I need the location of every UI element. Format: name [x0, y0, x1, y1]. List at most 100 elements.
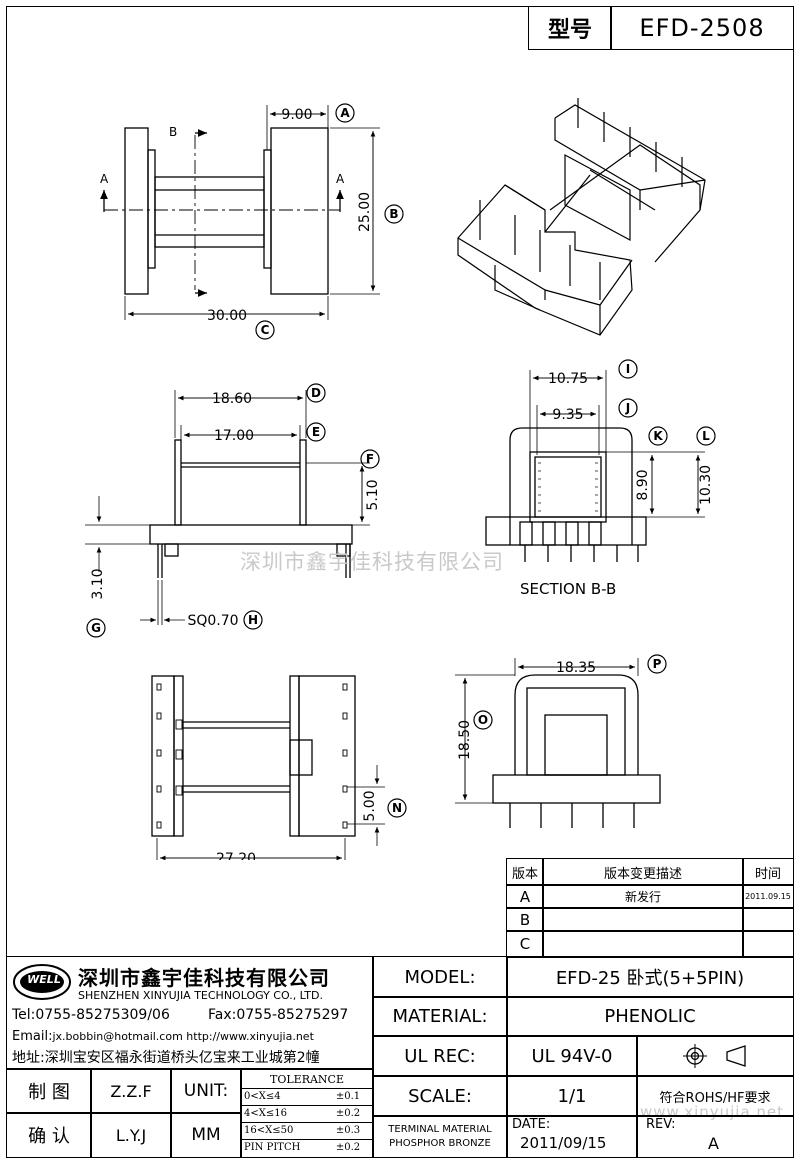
email-label: Email: [12, 1029, 53, 1044]
company-address: 地址:深圳宝安区福永街道桥头亿宝来工业城第2幢 [12, 1050, 320, 1066]
dim-a-value: 9.00 [281, 107, 312, 123]
rev-row-c-date [742, 930, 794, 958]
tol-value-1: ±0.1 [335, 1091, 361, 1102]
date-label: DATE: [512, 1117, 551, 1132]
rev-row-a-desc: 新发行 [542, 884, 744, 909]
balloon-p: P [653, 657, 662, 671]
date-cell [506, 1115, 638, 1158]
date-value: 2011/09/15 [520, 1134, 607, 1152]
tol-divider [240, 1122, 374, 1123]
balloon-d: D [311, 386, 321, 400]
terminal-material: TERMINAL MATERIAL PHOSPHOR BRONZE [372, 1115, 508, 1158]
dim-h-value: SQ0.70 [187, 613, 238, 629]
balloon-l: L [702, 429, 710, 443]
dim-j-value: 9.35 [552, 407, 583, 423]
terminal-line2: PHOSPHOR BRONZE [389, 1137, 491, 1149]
dim-b-value: 25.00 [357, 192, 373, 232]
dim-e-value: 17.00 [214, 428, 254, 444]
ulrec-value: UL 94V-0 [506, 1035, 638, 1077]
rev-row-b-rev: B [506, 907, 544, 932]
company-logo [13, 964, 71, 1000]
rev-row-b-date [742, 907, 794, 932]
balloon-o: O [478, 713, 488, 727]
rev-cell [636, 1115, 794, 1158]
dim-k-value: 8.90 [635, 469, 651, 500]
balloon-a: A [340, 106, 350, 120]
dim-n-value: 5.00 [362, 790, 378, 821]
company-name-en: SHENZHEN XINYUJIA TECHNOLOGY CO., LTD. [78, 989, 323, 1002]
tol-range-4: PIN PITCH [244, 1142, 301, 1153]
dim-g-value: 3.10 [90, 568, 106, 599]
projection-symbol-cell [636, 1035, 794, 1077]
side-view [85, 390, 370, 625]
balloon-f: F [366, 452, 374, 466]
material-value: PHENOLIC [506, 996, 794, 1037]
tol-divider [240, 1139, 374, 1140]
company-fax: Fax:0755-85275297 [208, 1007, 349, 1023]
front-view [455, 658, 661, 828]
tolerance-title: TOLERANCE [270, 1072, 344, 1086]
drawn-by: Z.Z.F [90, 1068, 172, 1114]
check-label: 确 认 [6, 1112, 92, 1158]
balloon-g: G [91, 621, 101, 635]
company-name-cn: 深圳市鑫宇佳科技有限公司 [78, 966, 330, 990]
dim-c-value: 30.00 [207, 308, 247, 324]
projection-symbol-icon [683, 1044, 746, 1068]
dim-o-value: 18.50 [457, 720, 473, 760]
tol-value-3: ±0.3 [335, 1125, 361, 1136]
dim-d-value: 18.60 [212, 391, 252, 407]
balloon-e: E [312, 425, 320, 439]
company-tel: Tel:0755-85275309/06 [12, 1007, 170, 1023]
scale-value: 1/1 [506, 1075, 638, 1117]
top-view [100, 105, 380, 320]
tol-range-3: 16<X≤50 [244, 1125, 294, 1136]
rev-header-version: 版本 [506, 858, 544, 886]
company-email-row: Email:jx.bobbin@hotmail.com http://www.x… [12, 1029, 314, 1044]
watermark-center: 深圳市鑫宇佳科技有限公司 [240, 550, 504, 574]
check-by: L.Y.J [90, 1112, 172, 1158]
rohs-note: 符合ROHS/HF要求 [636, 1075, 794, 1117]
scale-label: SCALE: [372, 1075, 508, 1117]
part-number-cell: EFD-2508 [610, 6, 794, 50]
tol-range-1: 0<X≤4 [244, 1091, 281, 1102]
header-label-cell: 型号 [528, 6, 612, 50]
section-mark-a-left: A [100, 172, 109, 186]
balloon-c: C [261, 323, 270, 337]
rev-label: REV: [646, 1117, 676, 1132]
tolerance-table [240, 1068, 374, 1158]
isometric-view [457, 98, 706, 336]
rev-header-date: 时间 [742, 858, 794, 886]
balloon-n: N [392, 801, 402, 815]
balloon-b: B [389, 207, 398, 221]
tol-divider [240, 1088, 374, 1089]
dim-i-value: 10.75 [548, 371, 588, 387]
section-b-b-label: SECTION B-B [520, 580, 616, 598]
bottom-view [151, 675, 385, 860]
rev-row-b-desc [542, 907, 744, 932]
tol-range-2: 4<X≤16 [244, 1108, 287, 1119]
balloon-i: I [626, 362, 630, 376]
material-label: MATERIAL: [372, 996, 508, 1037]
tol-divider [240, 1105, 374, 1106]
model-value: EFD-25 卧式(5+5PIN) [506, 956, 794, 998]
logo-text: WELL [27, 973, 61, 986]
rev-value: A [708, 1134, 719, 1153]
rev-row-c-desc [542, 930, 744, 958]
section-b-b-view [485, 370, 705, 562]
rev-row-c-rev: C [506, 930, 544, 958]
section-mark-b: B [169, 125, 177, 139]
unit-label: UNIT: [170, 1068, 242, 1114]
drawn-label: 制 图 [6, 1068, 92, 1114]
dim-p-value: 18.35 [556, 660, 596, 676]
tol-value-4: ±0.2 [335, 1142, 361, 1153]
dim-m-value: 27.20 [216, 851, 256, 860]
section-mark-a-right: A [336, 172, 345, 186]
model-label: MODEL: [372, 956, 508, 998]
company-block [6, 956, 374, 1070]
technical-drawing: A B C D E F G H I J K L M N O P 9.00 30.… [85, 98, 716, 860]
tol-value-2: ±0.2 [335, 1108, 361, 1119]
terminal-line1: TERMINAL MATERIAL [388, 1123, 492, 1135]
company-email: jx.bobbin@hotmail.com http://www.xinyuji… [52, 1030, 314, 1043]
rev-row-a-date: 2011.09.15 [742, 884, 794, 909]
balloon-h: H [248, 613, 258, 627]
